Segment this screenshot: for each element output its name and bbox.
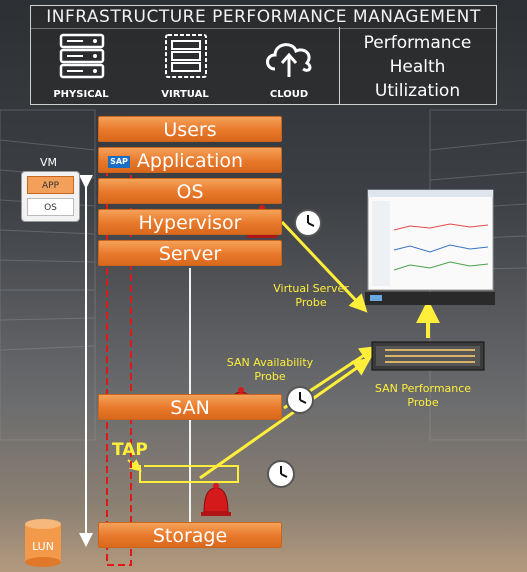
clock-icon <box>267 460 295 488</box>
vm-app: APP <box>27 176 74 194</box>
clock-icon <box>294 209 322 237</box>
layer-storage: Storage <box>98 522 282 548</box>
hypervisor-probe-line <box>280 220 368 313</box>
lun-label: LUN <box>32 540 54 553</box>
category-physical: PHYSICAL <box>31 27 131 104</box>
vm-os: OS <box>27 198 74 216</box>
alarm-icon <box>201 483 231 516</box>
category-cloud-label: CLOUD <box>269 89 309 100</box>
tap-label: TAP <box>112 440 148 460</box>
category-panel: PHYSICAL VIRTUAL CLOUD Performance Healt… <box>30 27 497 105</box>
metrics-list: Performance Health Utilization <box>339 27 495 104</box>
layer-server: Server <box>98 240 282 266</box>
lun-cylinder-icon <box>25 519 61 567</box>
category-physical-label: PHYSICAL <box>53 89 109 100</box>
layer-users: Users <box>98 116 282 142</box>
category-virtual: VIRTUAL <box>135 27 235 104</box>
layer-san: SAN <box>98 394 282 420</box>
metric-utilization: Utilization <box>374 81 461 101</box>
tap-box <box>134 465 239 483</box>
virtual-server-probe-appliance <box>365 189 495 305</box>
clock-icon <box>286 386 314 414</box>
san-performance-appliance <box>371 341 485 371</box>
san-availability-probe-label: SAN Availability Probe <box>226 356 314 383</box>
tap-probe-line <box>199 357 371 480</box>
vm-box: APP OS <box>21 171 80 222</box>
page-title: INFRASTRUCTURE PERFORMANCE MANAGEMENT <box>30 5 497 29</box>
cloud-upload-icon <box>266 43 312 77</box>
server-stack-icon <box>59 33 105 79</box>
san-performance-probe-label: SAN Performance Probe <box>374 382 472 409</box>
category-cloud: CLOUD <box>239 27 339 104</box>
metric-health: Health <box>389 57 446 77</box>
category-virtual-label: VIRTUAL <box>161 89 209 100</box>
layer-os: OS <box>98 178 282 204</box>
sap-logo: SAP <box>108 156 130 168</box>
metric-performance: Performance <box>363 33 472 53</box>
vm-label: VM <box>40 156 58 169</box>
layer-hypervisor: Hypervisor <box>98 209 282 235</box>
virtual-server-icon <box>165 34 207 78</box>
virtual-server-probe-label: Virtual Server Probe <box>273 282 349 309</box>
